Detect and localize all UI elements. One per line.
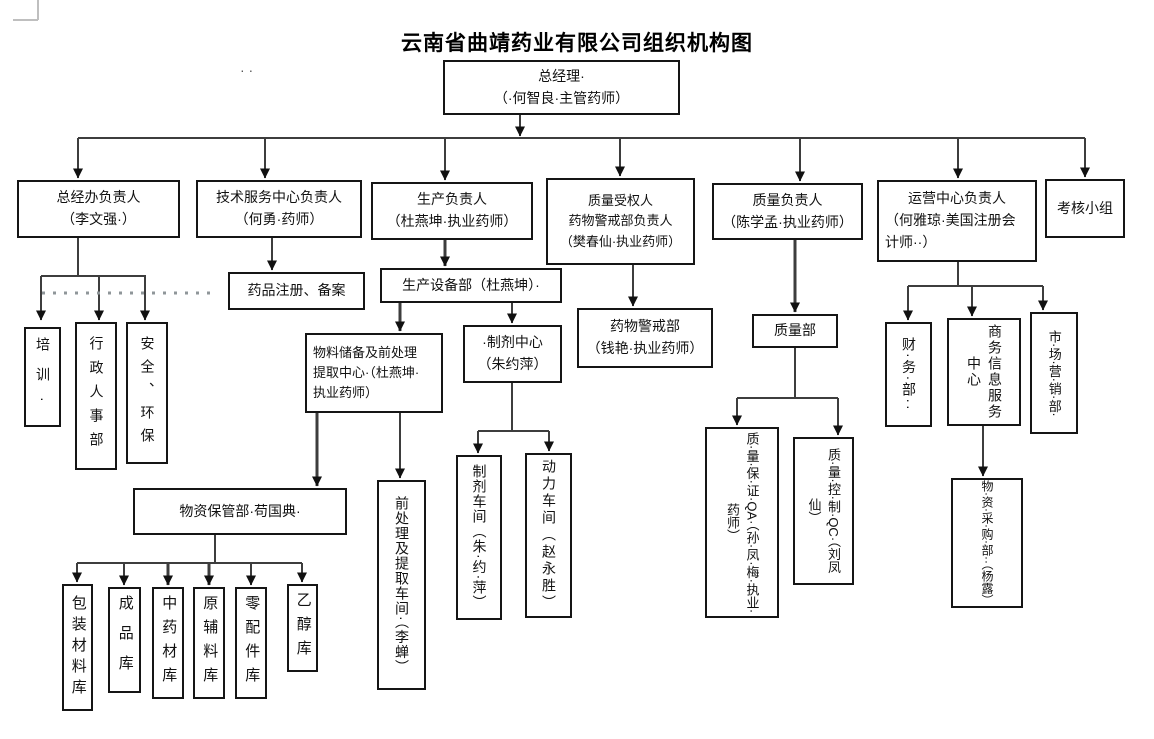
box-material-custody-dept: 物资保管部·苟国典·	[133, 488, 347, 535]
box-title: 质·量·控·制·QC·（刘凤仙）	[806, 448, 842, 574]
box-assessment-team: 考核小组	[1045, 179, 1125, 238]
box-title: 药物警戒部	[610, 318, 680, 335]
box-person2: 计师··）	[885, 233, 937, 250]
box-raw-auxiliary-material-warehouse: 原辅料库	[193, 587, 225, 699]
box-ethanol-warehouse: 乙醇库	[287, 584, 318, 672]
box-title: 考核小组	[1057, 199, 1113, 216]
page-title: 云南省曲靖药业有限公司组织机构图	[401, 32, 753, 55]
box-title: 技术服务中心负责人	[216, 189, 342, 206]
box-title: 商务信息服务中心	[966, 324, 1003, 420]
box-title: 零配件库	[243, 595, 261, 691]
box-title: 生产负责人	[417, 191, 487, 208]
stray-format-dots: · ·	[240, 62, 254, 78]
box-quality-dept: 质量部	[752, 314, 838, 348]
box-title: 中药材库	[160, 595, 178, 691]
box-quality-authorized-person: 质量受权人 药物警戒部负责人 （樊春仙·执业药师）	[546, 178, 695, 265]
box-finished-goods-warehouse: 成品库	[108, 587, 141, 693]
box-person: （樊春仙·执业药师）	[559, 233, 682, 249]
box-title: 运营中心负责人	[908, 190, 1006, 207]
box-person: （朱约萍）	[477, 356, 548, 372]
box-person: （·何智良·主管药师）	[493, 89, 630, 106]
box-title2: 提取中心·（杜燕坤·	[313, 364, 420, 380]
box-general-manager: 总经理· （·何智良·主管药师）	[443, 60, 680, 115]
box-title: 原辅料库	[201, 595, 219, 691]
box-material-storage-pretreatment-center: 物料储备及前处理 提取中心·（杜燕坤· 执业药师）	[305, 333, 443, 413]
box-title: 生产设备部（杜燕坤）·	[402, 276, 540, 293]
box-person: （何雅琼·美国注册会	[885, 212, 1016, 229]
box-material-purchasing-dept: 物·资·采·购·部··（杨露）	[951, 478, 1023, 608]
box-title: 质量负责人	[752, 191, 823, 208]
box-title: 质量部	[774, 322, 816, 339]
box-packaging-material-warehouse: 包装材料库	[62, 584, 93, 711]
box-title2: 药物警戒部负责人	[568, 213, 673, 229]
box-title: 市·场·营·销·部·	[1046, 329, 1062, 417]
box-finance-dept: 财·务·部··	[885, 322, 932, 427]
box-training: 培训·	[24, 327, 61, 427]
box-person: （陈学孟·执业药师）	[722, 213, 853, 230]
box-quality-assurance-qa: 质·量·保·证·QA·（孙·凤·梅·执业·药师）	[705, 427, 779, 618]
box-preparation-center: ·制剂中心 （朱约萍）	[463, 325, 562, 383]
box-production-equipment-dept: 生产设备部（杜燕坤）·	[380, 268, 562, 303]
box-power-workshop: 动力车间（赵永胜）	[525, 453, 572, 618]
box-title: 行政人事部	[88, 336, 105, 456]
box-title: 药品注册、备案	[247, 282, 346, 299]
box-title: 制剂车间（朱·约·萍）	[471, 464, 488, 611]
box-preparation-workshop: 制剂车间（朱·约·萍）	[456, 455, 502, 620]
box-spare-parts-warehouse: 零配件库	[235, 587, 267, 699]
box-gm-office-leader: 总经办负责人 （李文强·）	[17, 180, 180, 238]
box-title: 总经办负责人	[56, 189, 141, 206]
box-title: 物料储备及前处理	[313, 344, 418, 360]
box-safety-environment: 安全、环保	[126, 322, 168, 464]
box-title: 总经理·	[538, 67, 585, 84]
box-admin-hr-dept: 行政人事部	[75, 322, 117, 470]
box-title: 安全、环保	[139, 335, 156, 451]
box-production-leader: 生产负责人 （杜燕坤·执业药师）	[371, 182, 533, 240]
box-marketing-dept: 市·场·营·销·部·	[1030, 312, 1078, 434]
box-drug-registration: 药品注册、备案	[228, 272, 365, 310]
box-person: （杜燕坤·执业药师）	[386, 213, 518, 229]
box-quality-control-qc: 质·量·控·制·QC·（刘凤仙）	[793, 437, 854, 585]
box-title: 包装材料库	[69, 595, 87, 700]
box-person: （钱艳·执业药师）	[586, 340, 704, 356]
box-title: 质·量·保·证·QA·（孙·凤·梅·执业·药师）	[725, 431, 760, 614]
box-person: （李文强·）	[61, 211, 136, 227]
box-title: 物·资·采·购·部··（杨露）	[980, 480, 994, 606]
page-margin-mark	[13, 0, 39, 21]
box-person: （何勇·药师）	[234, 211, 324, 227]
box-operations-center-leader: 运营中心负责人 （何雅琼·美国注册会 计师··）	[877, 180, 1037, 262]
box-title: 培训·	[35, 336, 51, 418]
box-title: 成品库	[116, 595, 134, 685]
box-title: 物资保管部·苟国典·	[179, 502, 301, 519]
box-title: 前处理及提取车间·（李蝉）	[394, 495, 410, 675]
box-quality-leader: 质量负责人 （陈学孟·执业药师）	[712, 183, 863, 240]
box-title: 乙醇库	[294, 592, 312, 664]
box-title: 财·务·部··	[901, 337, 917, 412]
box-title: 质量受权人	[587, 193, 653, 209]
box-title: 动力车间（赵永胜）	[541, 459, 557, 612]
box-pretreatment-extraction-workshop: 前处理及提取车间·（李蝉）	[377, 480, 426, 690]
box-tech-service-leader: 技术服务中心负责人 （何勇·药师）	[196, 180, 362, 238]
box-chinese-medicine-warehouse: 中药材库	[152, 587, 184, 699]
box-person: 执业药师）	[313, 385, 379, 401]
box-title: ·制剂中心	[482, 334, 543, 351]
box-business-info-service-center: 商务信息服务中心	[947, 318, 1021, 426]
box-pharmacovigilance-dept: 药物警戒部 （钱艳·执业药师）	[577, 308, 713, 368]
